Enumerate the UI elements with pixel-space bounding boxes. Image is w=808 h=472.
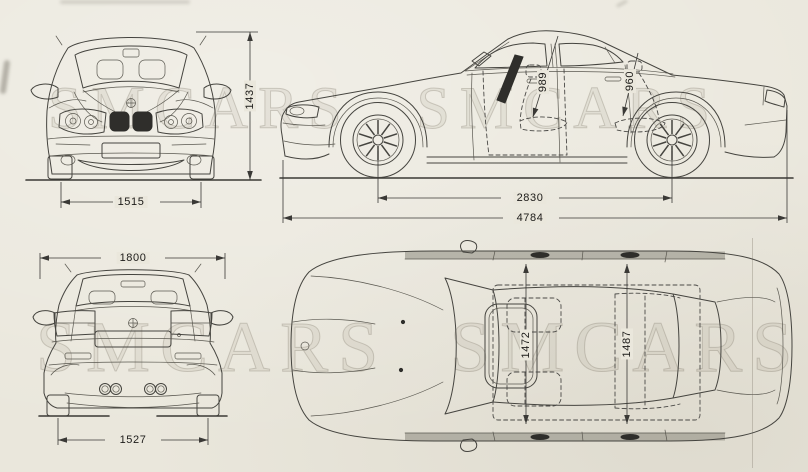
bmw-roundel <box>300 341 310 351</box>
bmw-roundel <box>126 98 136 108</box>
door-handle <box>620 252 640 258</box>
side-car-body <box>280 30 788 164</box>
front-view-panel <box>18 8 268 220</box>
dim-wheelbase-label: 2830 <box>513 192 547 204</box>
bmw-roundel <box>128 318 138 328</box>
top-car-body <box>290 240 793 452</box>
kidney-grille-left <box>109 111 130 132</box>
scan-smudge <box>60 0 190 4</box>
dim-lines-top <box>523 264 630 424</box>
rear-wheels <box>46 394 220 417</box>
side-mirror <box>471 51 492 67</box>
door-handle <box>620 434 640 440</box>
dim-headroom-front-label: 989 <box>537 69 549 95</box>
dim-cabin-width-rear-label: 1487 <box>621 328 633 360</box>
dim-overall-length-label: 4784 <box>513 212 547 224</box>
door-handle <box>530 434 550 440</box>
sunroof <box>484 303 538 389</box>
side-interior-dashed <box>482 60 666 156</box>
rear-view-panel <box>25 245 245 467</box>
dim-lines-rear <box>39 253 226 445</box>
front-car-body <box>30 35 232 175</box>
side-wheels <box>340 102 710 178</box>
top-interior-dashed <box>492 284 701 421</box>
scan-smudge <box>0 59 11 95</box>
front-view-drawing <box>25 31 262 208</box>
dim-rear-track-label: 1527 <box>116 434 150 446</box>
dim-overall-height-label: 1437 <box>244 80 256 112</box>
taillights <box>53 310 213 337</box>
top-view-drawing <box>290 240 793 452</box>
side-mirrors <box>460 240 478 452</box>
top-view-panel <box>285 238 800 466</box>
rear-car-body <box>32 263 234 409</box>
dim-headroom-rear-label: 960 <box>624 68 636 94</box>
door-handle <box>530 252 550 258</box>
rear-view-drawing <box>32 253 234 445</box>
side-mirrors <box>32 310 234 326</box>
license-recess <box>94 330 172 348</box>
steering-wheel <box>496 54 524 104</box>
dim-overall-width-label: 1800 <box>116 252 150 264</box>
license-plate <box>101 142 161 159</box>
dim-front-track-label: 1515 <box>114 196 148 208</box>
dim-lines-front <box>60 31 258 208</box>
kidney-grille-right <box>132 111 153 132</box>
dim-cabin-width-front-label: 1472 <box>520 329 532 361</box>
exhaust-pipes <box>99 383 167 395</box>
side-mirrors <box>30 83 232 100</box>
headlights <box>58 108 204 135</box>
front-wheels <box>47 155 215 180</box>
